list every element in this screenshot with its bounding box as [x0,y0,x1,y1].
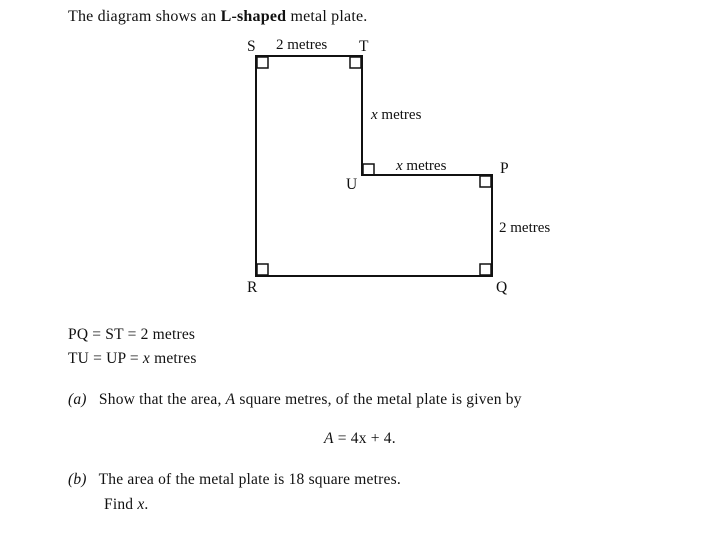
part-a-before: Show that the area, [98,391,222,408]
length-tu-var: x [371,107,378,123]
part-a-marker: (a) [68,391,87,408]
part-b-line1: The area of the metal plate is 18 square… [98,471,401,488]
point-q: Q [496,279,508,296]
part-b-line2-prefix: Find [104,496,134,513]
part-b-line2-suffix: . [144,496,149,513]
point-r: R [247,279,258,296]
right-angle-u [362,163,375,176]
intro-prefix: The diagram shows an [68,8,217,25]
given-line-2-var: x [142,350,150,367]
point-u: U [346,176,358,193]
given-line-2-lhs: TU = UP = [68,350,139,367]
formula-rhs: = 4x + 4. [337,430,396,447]
part-b-line2: Find x. [104,496,148,514]
point-p: P [500,160,509,177]
part-a-formula: A = 4x + 4. [324,430,396,448]
part-a-text: (a) Show that the area, A square metres,… [68,391,522,409]
right-angle-t [349,56,362,69]
length-up-unit: metres [406,158,447,174]
given-line-1: PQ = ST = 2 metres [68,326,196,343]
right-angle-r [256,263,269,276]
length-pq-label: 2 metres [499,220,551,236]
length-up-var: x [396,158,403,174]
length-tu-label: x metres [371,107,421,124]
right-angle-s [256,56,269,69]
formula-lhs: A [324,430,334,447]
intro-suffix: metal plate. [290,8,368,25]
point-s: S [247,38,256,55]
part-a-var: A [225,391,236,408]
length-tu-unit: metres [381,107,422,123]
intro-text: The diagram shows an L-shaped metal plat… [68,8,367,26]
intro-bold: L-shaped [220,8,287,25]
length-up-label: x metres [396,158,446,175]
length-st-label: 2 metres [276,37,328,53]
part-b-text: (b) The area of the metal plate is 18 sq… [68,471,401,489]
given-line-2-unit: metres [154,350,197,367]
part-b-line2-var: x [137,496,145,513]
right-angle-q [479,263,492,276]
part-b-marker: (b) [68,471,87,488]
part-a-after: square metres, of the metal plate is giv… [239,391,522,408]
given-line-2: TU = UP = x metres [68,350,197,368]
right-angle-p [479,175,492,188]
plate-outline [255,55,493,277]
point-t: T [359,38,369,55]
